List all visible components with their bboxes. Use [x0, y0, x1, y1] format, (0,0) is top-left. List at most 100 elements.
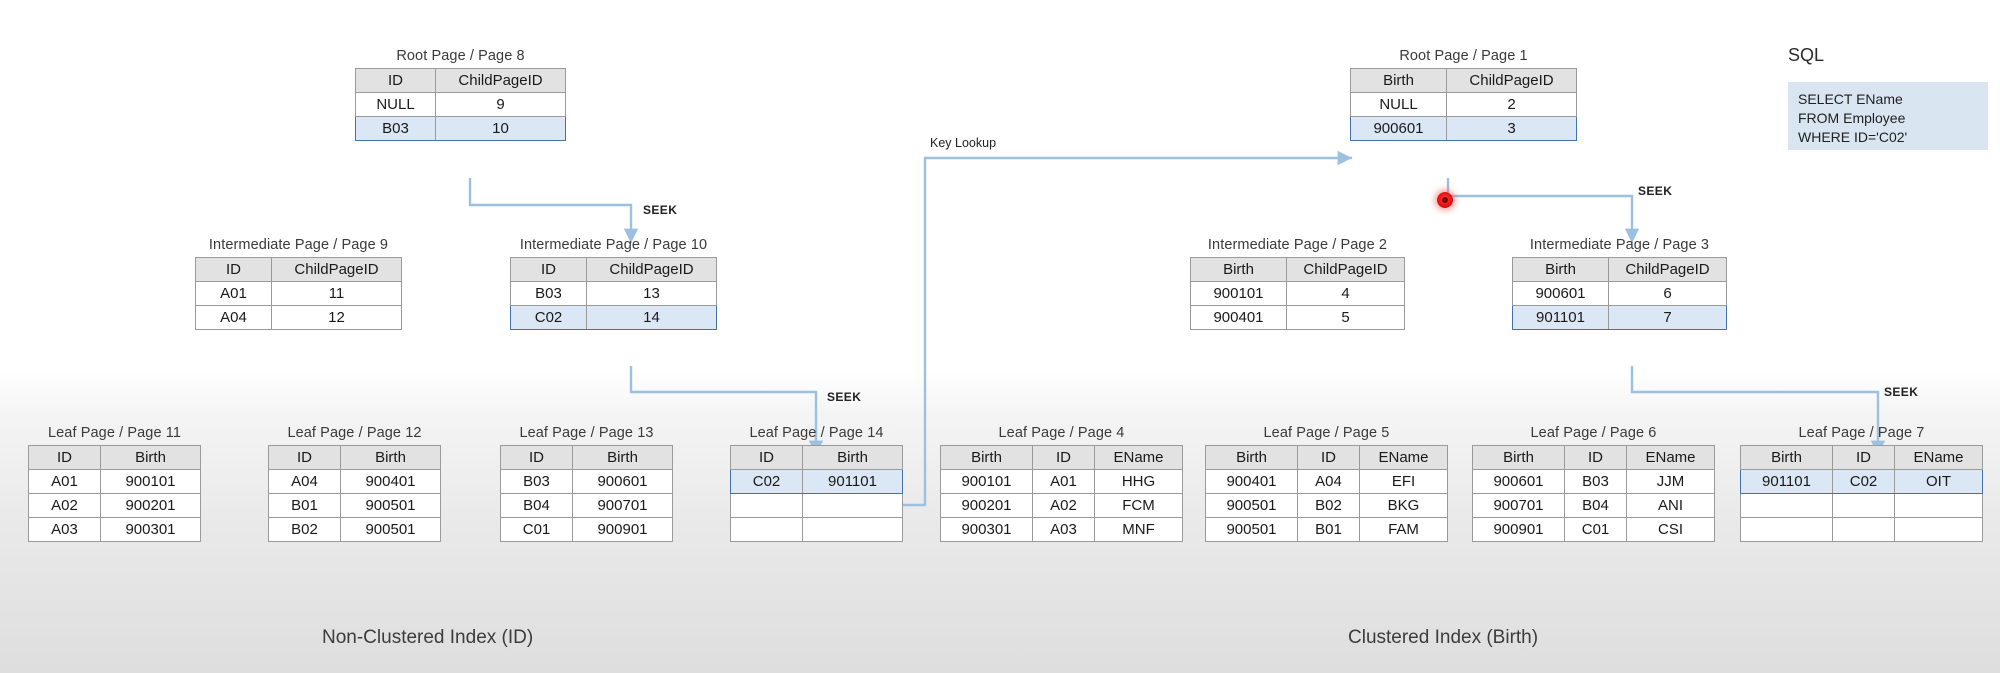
cell: B04 [1564, 493, 1627, 518]
cell: ANI [1626, 493, 1715, 518]
cell: 900501 [1205, 493, 1298, 518]
table-row: A04 900401 [268, 469, 441, 494]
cell: 3 [1446, 116, 1577, 141]
table-row: 900101 A01 HHG [940, 469, 1183, 494]
table-row: A01 900101 [28, 469, 201, 494]
page-table: ID Birth A01 900101 A02 900201 A03 90030… [28, 445, 201, 542]
node-page13: Leaf Page / Page 13 ID Birth B03 900601 … [500, 425, 673, 542]
node-title: Intermediate Page / Page 10 [519, 237, 708, 253]
table-row: 900101 4 [1190, 281, 1405, 306]
column-header: ID [1297, 445, 1360, 470]
cell: C02 [510, 305, 587, 330]
table-row: B04 900701 [500, 493, 673, 518]
cell: A04 [1297, 469, 1360, 494]
node-page12: Leaf Page / Page 12 ID Birth A04 900401 … [268, 425, 441, 542]
node-title: Leaf Page / Page 5 [1263, 425, 1390, 441]
page-table: ID ChildPageID NULL 9 B03 10 [355, 68, 566, 141]
column-header: ChildPageID [1446, 68, 1577, 93]
table-row: B03 13 [510, 281, 717, 306]
cell: B01 [1297, 517, 1360, 542]
column-header: Birth [572, 445, 673, 470]
cell: 6 [1608, 281, 1727, 306]
page-table: ID Birth A04 900401 B01 900501 B02 90050… [268, 445, 441, 542]
node-title: Root Page / Page 8 [396, 48, 525, 64]
node-page7: Leaf Page / Page 7 Birth ID EName 901101… [1740, 425, 1983, 542]
node-page2: Intermediate Page / Page 2 Birth ChildPa… [1190, 237, 1405, 330]
column-header: ID [1032, 445, 1095, 470]
cell: 901101 [1512, 305, 1609, 330]
table-row: 900501 B01 FAM [1205, 517, 1448, 542]
table-row-highlighted: C02 14 [510, 305, 717, 330]
cell: A04 [268, 469, 341, 494]
table-header-row: Birth ChildPageID [1350, 68, 1577, 93]
column-header: ChildPageID [435, 68, 566, 93]
cell: 9 [435, 92, 566, 117]
cell: 900101 [1190, 281, 1287, 306]
cell [730, 517, 803, 542]
column-header: ID [1832, 445, 1895, 470]
column-header: Birth [1205, 445, 1298, 470]
key-lookup-label: Key Lookup [930, 136, 997, 150]
table-header-row: ID ChildPageID [510, 257, 717, 282]
cell [1832, 493, 1895, 518]
cell: OIT [1894, 469, 1983, 494]
column-header: Birth [802, 445, 903, 470]
column-header: EName [1626, 445, 1715, 470]
column-header: EName [1894, 445, 1983, 470]
node-page8: Root Page / Page 8 ID ChildPageID NULL 9… [355, 48, 566, 141]
table-row [730, 517, 903, 542]
table-row: C01 900901 [500, 517, 673, 542]
column-header: ChildPageID [586, 257, 717, 282]
table-header-row: Birth ChildPageID [1190, 257, 1405, 282]
cell: A01 [1032, 469, 1095, 494]
table-row-highlighted: 901101 7 [1512, 305, 1727, 330]
column-header: ChildPageID [271, 257, 402, 282]
column-header: ChildPageID [1608, 257, 1727, 282]
cell: 900501 [340, 517, 441, 542]
table-row: 900601 6 [1512, 281, 1727, 306]
cell: 901101 [1740, 469, 1833, 494]
cell: 900101 [940, 469, 1033, 494]
seek-label-right-intermediate: SEEK [1884, 385, 1919, 399]
table-row: B01 900501 [268, 493, 441, 518]
column-header: ID [730, 445, 803, 470]
column-header: Birth [1190, 257, 1287, 282]
node-title: Leaf Page / Page 14 [749, 425, 884, 441]
cell [802, 517, 903, 542]
node-page5: Leaf Page / Page 5 Birth ID EName 900401… [1205, 425, 1448, 542]
cell: MNF [1094, 517, 1183, 542]
page-table: ID ChildPageID B03 13 C02 14 [510, 257, 717, 330]
execution-marker-icon [1437, 192, 1453, 208]
cell [1740, 493, 1833, 518]
cell: B02 [1297, 493, 1360, 518]
cell: 901101 [802, 469, 903, 494]
table-row: 900501 B02 BKG [1205, 493, 1448, 518]
page-table: Birth ChildPageID 900601 6 901101 7 [1512, 257, 1727, 330]
table-header-row: Birth ID EName [940, 445, 1183, 470]
cell: A02 [28, 493, 101, 518]
column-header: Birth [340, 445, 441, 470]
cell: 900401 [1205, 469, 1298, 494]
column-header: Birth [940, 445, 1033, 470]
page-table: Birth ID EName 900401 A04 EFI 900501 B02… [1205, 445, 1448, 542]
cell: 900401 [340, 469, 441, 494]
cell: 13 [586, 281, 717, 306]
cell: 10 [435, 116, 566, 141]
node-title: Intermediate Page / Page 9 [208, 237, 389, 253]
cell: B03 [510, 281, 587, 306]
table-row-highlighted: 900601 3 [1350, 116, 1577, 141]
cell: A01 [195, 281, 272, 306]
table-row: A03 900301 [28, 517, 201, 542]
node-title: Leaf Page / Page 4 [998, 425, 1125, 441]
cell: 12 [271, 305, 402, 330]
cell: 900201 [100, 493, 201, 518]
page-table: Birth ChildPageID 900101 4 900401 5 [1190, 257, 1405, 330]
cell: A03 [28, 517, 101, 542]
cell [730, 493, 803, 518]
node-title: Leaf Page / Page 6 [1530, 425, 1657, 441]
node-page11: Leaf Page / Page 11 ID Birth A01 900101 … [28, 425, 201, 542]
column-header: Birth [1472, 445, 1565, 470]
table-header-row: ID Birth [730, 445, 903, 470]
